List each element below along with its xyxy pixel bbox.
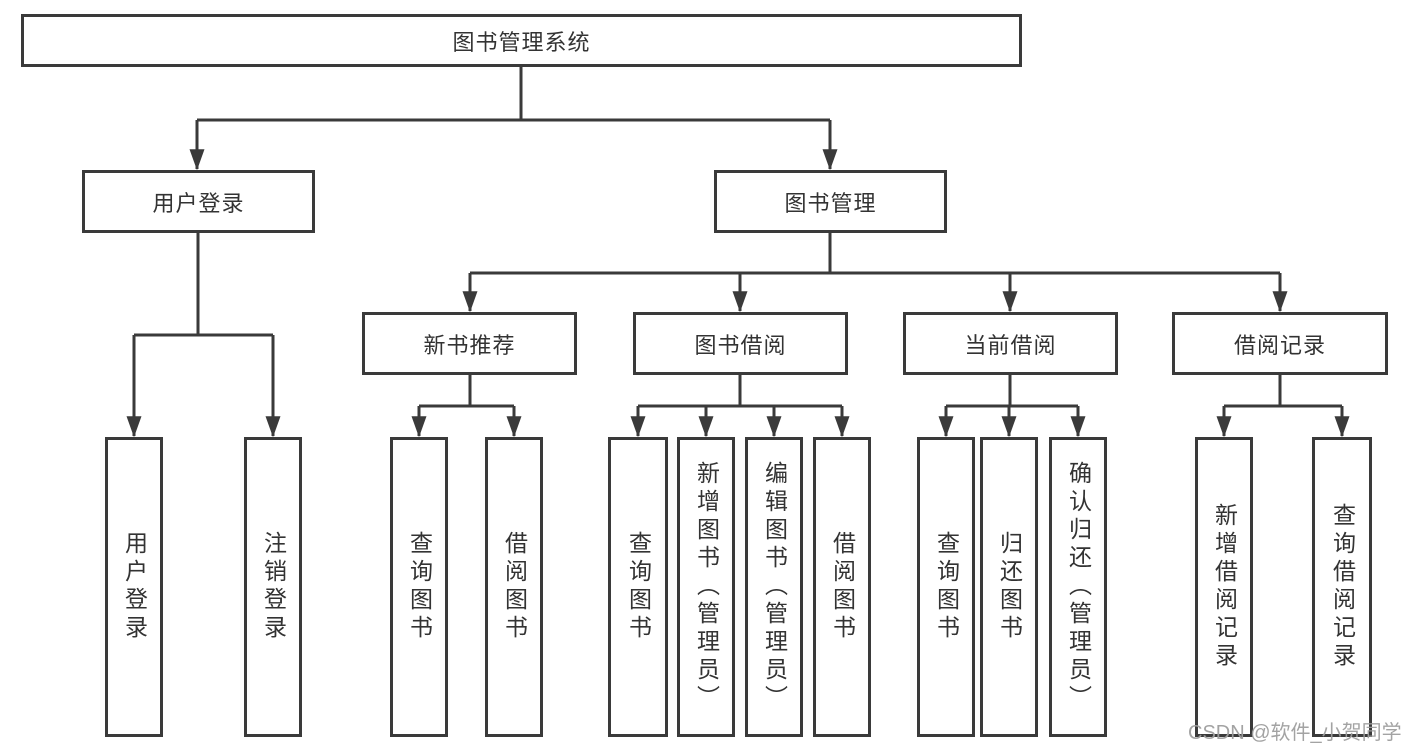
leaf-label: 注销登录 [260,531,287,643]
node-borrow-record: 借阅记录 [1172,312,1388,375]
node-leaf-query-books: 查询图书 [608,437,668,737]
leaf-label: 查询借阅记录 [1329,503,1356,671]
connector-root-to-level2 [189,67,838,171]
node-leaf-user-login: 用户登录 [105,437,163,737]
node-book-management-label: 图书管理 [784,190,877,216]
node-book-borrow: 图书借阅 [633,312,848,375]
connector-borrow-record-children [1216,375,1350,438]
leaf-label: 编辑图书（管理员） [761,461,788,713]
leaf-label: 新增图书（管理员） [693,461,720,713]
node-current-borrow-label: 当前借阅 [964,332,1057,358]
node-leaf-query-books-current: 查询图书 [917,437,975,737]
leaf-label: 查询图书 [933,531,960,643]
leaf-label: 查询图书 [406,531,433,643]
node-user-login-label: 用户登录 [152,190,245,216]
node-leaf-borrow-books: 借阅图书 [813,437,871,737]
node-user-login: 用户登录 [82,170,315,233]
node-leaf-add-books-admin: 新增图书（管理员） [677,437,735,737]
connector-new-book-recommend-children [411,375,522,438]
node-leaf-query-borrow-record: 查询借阅记录 [1312,437,1372,737]
node-new-book-recommend-label: 新书推荐 [423,332,516,358]
connector-user-login-children [126,233,281,438]
leaf-label: 借阅图书 [829,531,856,643]
connector-book-management-children [462,233,1288,313]
node-new-book-recommend: 新书推荐 [362,312,577,375]
node-leaf-edit-books-admin: 编辑图书（管理员） [745,437,803,737]
connector-book-borrow-children [630,375,850,438]
connector-current-borrow-children [938,375,1086,438]
node-leaf-borrow-books-recommend: 借阅图书 [485,437,543,737]
leaf-label: 新增借阅记录 [1211,503,1238,671]
csdn-watermark: CSDN @软件_小贺同学 [1188,722,1402,744]
node-leaf-confirm-return-admin: 确认归还（管理员） [1049,437,1107,737]
node-leaf-add-borrow-record: 新增借阅记录 [1195,437,1253,737]
node-leaf-query-books-recommend: 查询图书 [390,437,448,737]
leaf-label: 查询图书 [625,531,652,643]
leaf-label: 确认归还（管理员） [1065,461,1092,713]
node-book-borrow-label: 图书借阅 [694,332,787,358]
leaf-label: 借阅图书 [501,531,528,643]
node-leaf-return-books: 归还图书 [980,437,1038,737]
node-current-borrow: 当前借阅 [903,312,1118,375]
leaf-label: 用户登录 [121,531,148,643]
node-root-system: 图书管理系统 [21,14,1022,67]
node-borrow-record-label: 借阅记录 [1233,332,1326,358]
node-root-label: 图书管理系统 [452,29,591,55]
node-leaf-logout: 注销登录 [244,437,302,737]
leaf-label: 归还图书 [996,531,1023,643]
node-book-management: 图书管理 [714,170,947,233]
